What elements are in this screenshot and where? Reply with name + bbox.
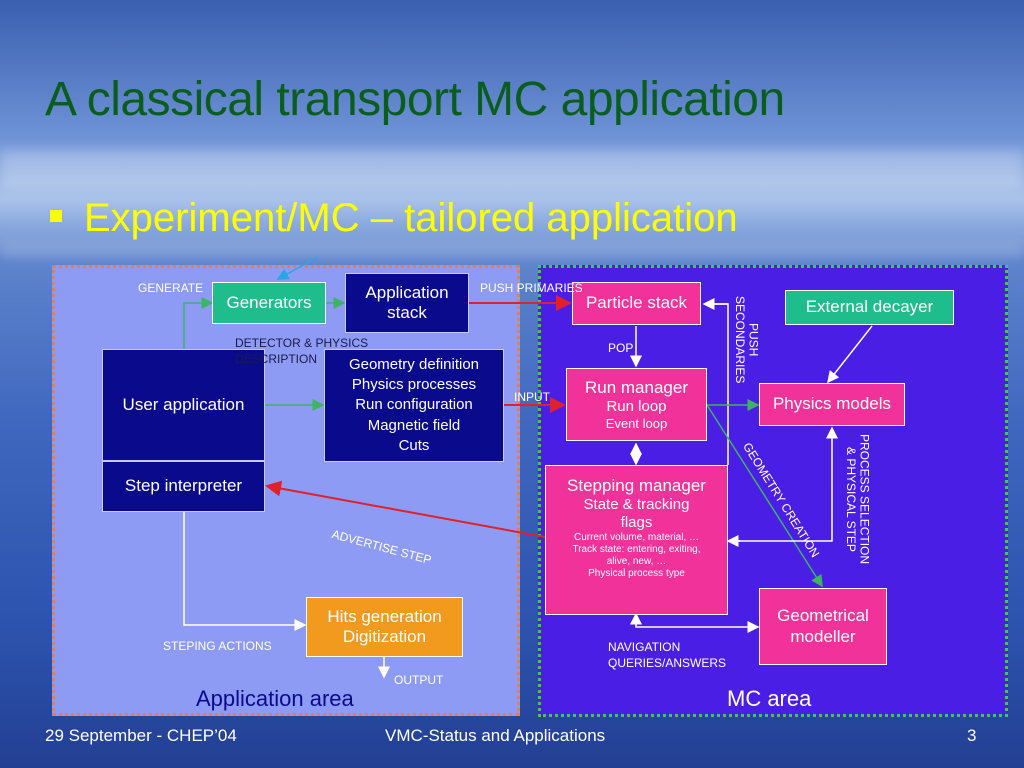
steping-actions-label: STEPING ACTIONS xyxy=(163,639,272,653)
stepping-manager-line-5: Track state: entering, exiting, xyxy=(572,544,701,556)
generators-label: Generators xyxy=(226,292,312,312)
run-manager-title: Run manager xyxy=(584,377,688,397)
user-application-box: User application xyxy=(102,349,265,461)
stepping-manager-line-2: State & tracking xyxy=(583,496,690,514)
application-stack-line-2: stack xyxy=(387,303,427,322)
geometry-line-1: Geometry definition xyxy=(348,355,480,373)
footer-title: VMC-Status and Applications xyxy=(385,726,606,745)
navigation-label: NAVIGATION QUERIES/ANSWERS xyxy=(608,639,726,671)
bullet-item: Experiment/MC – tailored application xyxy=(50,196,738,241)
user-application-label: User application xyxy=(122,394,245,414)
arrow-navigation xyxy=(630,612,760,633)
hits-generation-box: Hits generation Digitization xyxy=(306,597,463,657)
step-interpreter-box: Step interpreter xyxy=(102,461,265,512)
push-secondaries-label: PUSH SECONDARIES xyxy=(733,296,761,384)
footer-date: 29 September - CHEP’04 xyxy=(45,726,237,745)
step-interpreter-label: Step interpreter xyxy=(124,476,243,496)
stepping-manager-line-6: alive, new, … xyxy=(606,556,667,568)
application-stack-box: Application stack xyxy=(345,273,469,333)
navigation-line-2: QUERIES/ANSWERS xyxy=(608,656,727,671)
geometry-line-3: Run configuration xyxy=(355,396,473,414)
process-selection-label: PROCESS SELECTION & PHYSICAL STEP xyxy=(843,434,872,565)
hits-generation-line-2: Digitization xyxy=(342,627,427,646)
arrow-push-secondaries xyxy=(702,298,729,465)
arrow-geometry-creation xyxy=(706,404,823,588)
navigation-line-1: NAVIGATION xyxy=(608,640,681,654)
arrow-external-decayer xyxy=(827,325,873,384)
arrow-process-selection xyxy=(726,426,838,547)
bullet-square-icon xyxy=(50,210,62,223)
arrow-title-pointer xyxy=(276,256,319,280)
process-selection-line-1: PROCESS SELECTION xyxy=(857,434,872,565)
arrow-advertise-step xyxy=(265,480,546,538)
physics-models-box: Physics models xyxy=(759,383,905,426)
detector-physics-line-2: DESCRIPTION xyxy=(235,351,318,366)
run-manager-line-3: Event loop xyxy=(605,415,668,431)
stepping-manager-title: Stepping manager xyxy=(567,476,706,495)
detector-physics-line-1: DETECTOR & PHYSICS xyxy=(235,336,369,350)
bullet-text: Experiment/MC – tailored application xyxy=(84,196,738,240)
output-label: OUTPUT xyxy=(394,673,444,687)
page-number: 3 xyxy=(967,726,977,745)
generators-box: Generators xyxy=(212,282,326,324)
geometrical-modeller-line-1: Geometrical xyxy=(777,606,869,626)
application-area-label: Application area xyxy=(196,686,354,711)
stepping-manager-line-7: Physical process type xyxy=(588,568,685,580)
hits-generation-line-1: Hits generation xyxy=(327,606,442,626)
slide-title: A classical transport MC application xyxy=(45,73,785,126)
external-decayer-label: External decayer xyxy=(805,297,934,317)
run-manager-line-2: Run loop xyxy=(606,397,667,415)
mc-area-label: MC area xyxy=(727,686,812,711)
stepping-manager-box: Stepping manager State & tracking flags … xyxy=(545,465,728,615)
push-secondaries-line-2: SECONDARIES xyxy=(733,296,748,384)
arrow-generate xyxy=(183,297,214,349)
application-stack-line-1: Application xyxy=(365,282,449,302)
run-manager-box: Run manager Run loop Event loop xyxy=(566,368,707,441)
background-streak xyxy=(0,240,1024,258)
process-selection-line-2: & PHYSICAL STEP xyxy=(843,446,858,552)
detector-physics-label: DETECTOR & PHYSICS DESCRIPTION xyxy=(235,336,368,367)
push-secondaries-line-1: PUSH xyxy=(746,323,761,357)
geometrical-modeller-line-2: modeller xyxy=(790,626,856,646)
geometry-definition-box: Geometry definition Physics processes Ru… xyxy=(324,349,504,462)
particle-stack-label: Particle stack xyxy=(585,293,688,313)
geometry-line-5: Cuts xyxy=(398,436,430,454)
particle-stack-box: Particle stack xyxy=(572,282,701,325)
generate-label: GENERATE xyxy=(138,281,204,295)
geometry-line-2: Physics processes xyxy=(351,376,477,394)
geometrical-modeller-box: Geometrical modeller xyxy=(759,588,887,665)
input-label: INPUT xyxy=(514,390,550,404)
stepping-manager-line-4: Current volume, material, … xyxy=(573,532,700,544)
external-decayer-box: External decayer xyxy=(785,290,954,325)
physics-models-label: Physics models xyxy=(772,394,892,414)
geometry-line-4: Magnetic field xyxy=(367,416,461,434)
stepping-manager-line-3: flags xyxy=(620,514,653,532)
background-streak xyxy=(0,150,1024,190)
push-primaries-label: PUSH PRIMARIES xyxy=(480,281,583,295)
pop-label: POP xyxy=(608,341,634,355)
arrow-steping-actions xyxy=(183,512,307,631)
